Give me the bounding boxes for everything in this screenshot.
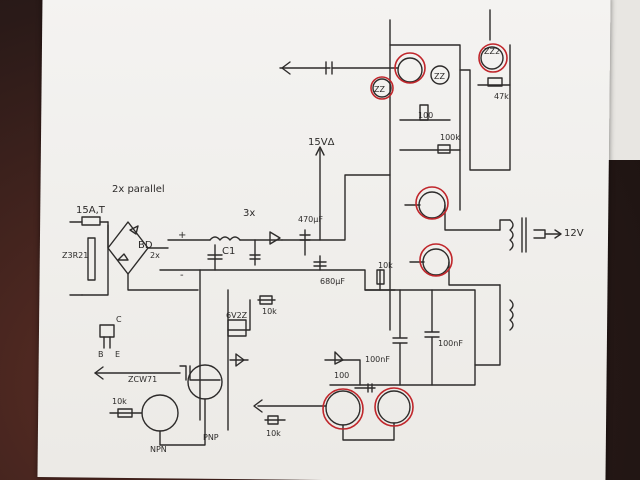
- mosfet-pair: [404, 191, 501, 286]
- cap-680-label: 680µF: [320, 277, 345, 286]
- r-10k-bottom-label: 10k: [112, 397, 127, 406]
- red-highlights: [322, 43, 508, 430]
- decoupling-caps: [329, 269, 476, 386]
- pnp-type-label: PNP: [203, 433, 219, 442]
- r-100-label: 100: [334, 371, 349, 380]
- schematic-labels: 15A,T Z3R21 2x parallel BD 2x + - C1 3x …: [62, 47, 584, 454]
- plus-label: +: [178, 230, 186, 241]
- high-side-driver: [279, 9, 511, 331]
- rail-15v-label: 15VΔ: [308, 137, 335, 148]
- r-10k-b-label: 10k: [262, 307, 277, 316]
- r-10k-a-label: 10k: [378, 261, 393, 270]
- npn-b-label: B: [98, 350, 104, 359]
- c1-label: C1: [222, 246, 235, 257]
- npn-type-label: NPN: [150, 445, 167, 454]
- zener-6v2-label: 6V2Z: [226, 311, 248, 320]
- r-100k-label: 100k: [440, 133, 460, 142]
- parallel-note: 2x parallel: [112, 184, 165, 195]
- fuse-label: 15A,T: [76, 205, 106, 216]
- pinout-diagram: [99, 324, 115, 349]
- low-side-pair: [253, 351, 411, 441]
- positive-rail: [167, 146, 391, 271]
- bridge-label: BD: [138, 240, 153, 251]
- npn-c-label: C: [116, 315, 122, 324]
- transformer-out-label: 12V: [564, 228, 584, 239]
- zd-a-label: ZZ: [374, 85, 385, 94]
- varistor-label: Z3R21: [62, 251, 88, 260]
- r-47k-label: 47k: [494, 92, 509, 101]
- zd-top-right-label: ZZ2: [484, 47, 500, 56]
- transformer: [474, 217, 562, 366]
- bridge-count: 2x: [150, 251, 160, 260]
- cap-470-label: 470µF: [298, 215, 323, 224]
- cap-100nf-b-label: 100nF: [438, 339, 463, 348]
- r-top-label: 100: [418, 111, 433, 120]
- bottom-r-label: 10k: [266, 429, 281, 438]
- ground-rail: [159, 239, 396, 291]
- cap-100nf-a-label: 100nF: [365, 355, 390, 364]
- minus-label: -: [180, 270, 184, 281]
- driver-transistors: [94, 269, 276, 446]
- triple-label: 3x: [243, 208, 255, 219]
- zd-b-label: ZZ: [434, 72, 445, 81]
- bridge-rectifier: [107, 221, 199, 291]
- npn-e-label: E: [115, 350, 120, 359]
- zd-label: ZCW71: [128, 375, 157, 384]
